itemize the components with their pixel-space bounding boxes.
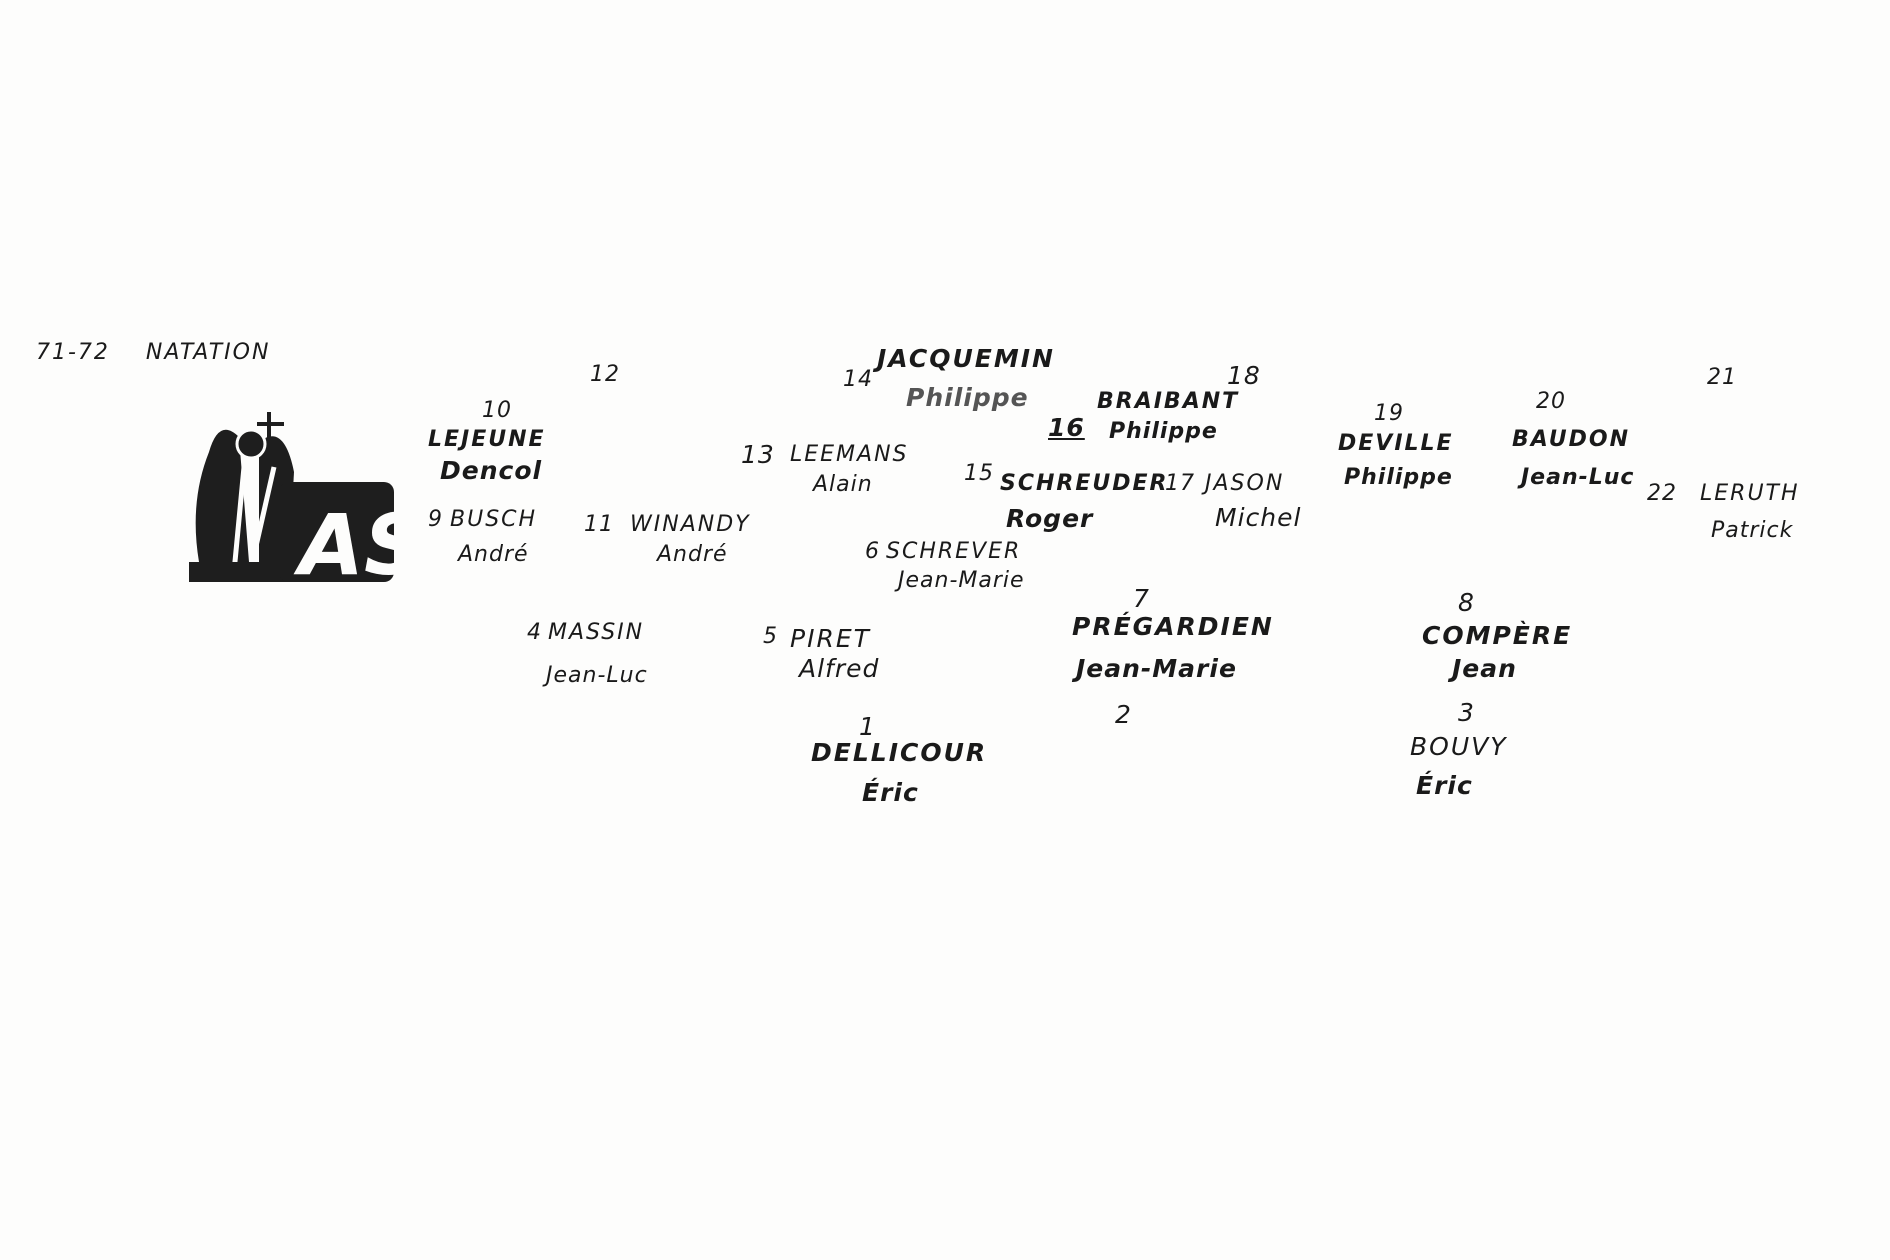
person-number: 5 [763,624,778,649]
person-surname: BAUDON [1512,427,1631,452]
person-firstname: Alfred [799,654,880,683]
person-number: 1 [859,712,876,741]
person-surname: JASON [1205,471,1285,496]
person-number: 8 [1458,588,1475,617]
person-surname: BUSCH [450,507,538,532]
person-firstname: André [458,542,529,567]
person-surname: BRAIBANT [1097,389,1240,414]
person-surname: JACQUEMIN [877,344,1055,373]
person-number: 14 [843,367,873,392]
person-firstname: Jean-Marie [1076,654,1237,683]
person-number: 20 [1536,389,1566,414]
person-firstname: Roger [1006,504,1094,533]
person-surname: SCHREVER [886,539,1022,564]
person-surname: PRÉGARDIEN [1072,612,1274,641]
person-surname: MASSIN [548,620,645,645]
asm-logo: ASM [189,412,394,590]
person-firstname: Jean-Marie [898,568,1025,593]
person-firstname: Jean [1452,654,1517,683]
person-firstname: Alain [813,472,873,497]
person-surname: COMPÈRE [1422,621,1573,650]
person-surname: BOUVY [1410,732,1508,761]
person-number: 21 [1707,365,1737,390]
person-number: 17 [1165,471,1195,496]
person-surname: DELLICOUR [811,738,988,767]
title: NATATION [145,340,271,365]
person-number: 11 [584,512,614,537]
person-number: 19 [1374,401,1404,426]
person-surname: DEVILLE [1338,431,1454,456]
person-surname: LEJEUNE [428,427,546,452]
person-number: 7 [1133,584,1150,613]
person-firstname: Patrick [1711,518,1794,543]
person-number: 6 [865,539,880,564]
person-firstname: Dencol [440,456,543,485]
person-number: 12 [590,362,620,387]
person-number: 16 [1048,413,1085,442]
person-firstname: Philippe [1344,465,1453,490]
person-firstname: Jean-Luc [1521,465,1635,490]
person-surname: WINANDY [630,512,751,537]
person-number: 3 [1458,698,1475,727]
person-firstname: André [657,542,728,567]
person-number: 18 [1227,361,1261,390]
person-number: 2 [1115,700,1132,729]
person-number: 4 [527,620,542,645]
person-firstname: Philippe [1109,419,1218,444]
person-number: 9 [428,507,443,532]
person-firstname: Éric [1416,771,1473,800]
person-surname: PIRET [790,624,871,653]
person-number: 10 [482,398,512,423]
person-surname: LERUTH [1700,481,1800,506]
person-number: 13 [741,440,775,469]
person-firstname: Philippe [906,383,1029,412]
header: 71-72 NATATION [36,340,270,365]
person-firstname: Michel [1215,503,1302,532]
season: 71-72 [36,340,110,365]
person-surname: LEEMANS [790,442,909,467]
person-surname: SCHREUDER [1000,471,1169,496]
person-firstname: Jean-Luc [546,663,648,688]
person-number: 22 [1647,481,1677,506]
logo-text: ASM [293,496,394,590]
person-number: 15 [964,461,994,486]
person-firstname: Éric [862,778,919,807]
